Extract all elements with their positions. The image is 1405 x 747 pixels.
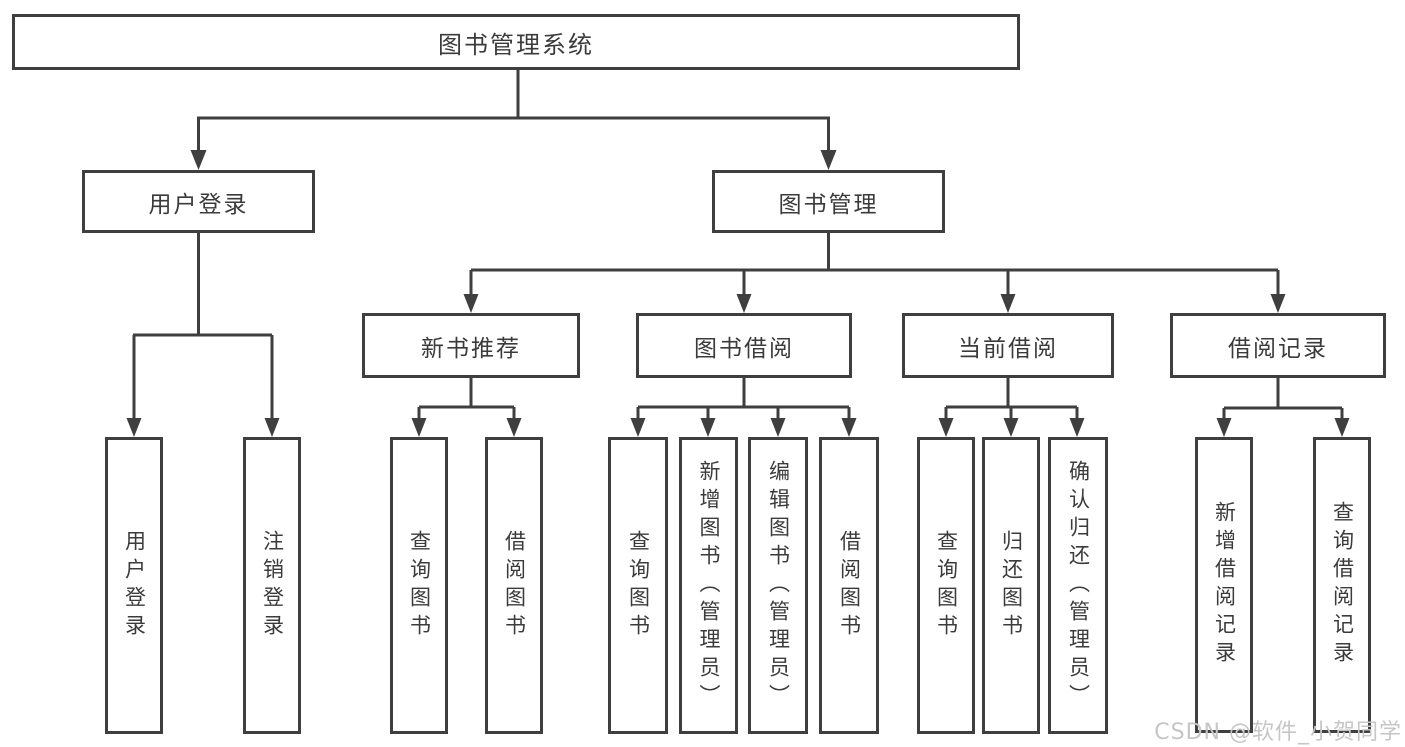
box-book-management: 图书管理 xyxy=(712,170,945,233)
box-user-login: 用户登录 xyxy=(82,170,315,233)
box-current-borrowing: 当前借阅 xyxy=(902,313,1114,378)
root-label: 图书管理系统 xyxy=(438,30,594,59)
watermark: CSDN @软件_小贺同学 xyxy=(1154,720,1402,745)
box-book-borrowing-label: 图书借阅 xyxy=(694,335,794,362)
leaf-confirm-return-admin: 确认归还（管理员） xyxy=(1048,437,1108,734)
leaf-search-books-borrow: 查询图书 xyxy=(608,437,668,734)
box-new-book-recommendation-label: 新书推荐 xyxy=(421,335,521,362)
leaf-confirm-return-admin-label: 确认归还（管理员） xyxy=(1066,459,1091,712)
box-user-login-label: 用户登录 xyxy=(148,191,249,218)
box-new-book-recommendation: 新书推荐 xyxy=(362,313,580,378)
leaf-borrow-books: 借阅图书 xyxy=(819,437,879,734)
leaf-search-books-borrow-label: 查询图书 xyxy=(626,529,651,642)
leaf-add-books-admin-label: 新增图书（管理员） xyxy=(697,459,721,712)
leaf-search-borrow-record: 查询借阅记录 xyxy=(1313,437,1371,733)
leaf-borrow-books-label: 借阅图书 xyxy=(837,529,862,642)
box-book-borrowing: 图书借阅 xyxy=(636,313,852,378)
leaf-return-books-label: 归还图书 xyxy=(999,529,1024,642)
leaf-borrow-books-recommend-label: 借阅图书 xyxy=(502,529,527,642)
leaf-edit-books-admin: 编辑图书（管理员） xyxy=(748,437,808,734)
leaf-search-books-current-label: 查询图书 xyxy=(934,529,959,642)
leaf-add-borrow-record-label: 新增借阅记录 xyxy=(1212,501,1237,669)
leaf-user-login-label: 用户登录 xyxy=(122,529,147,642)
leaf-search-books-recommend-label: 查询图书 xyxy=(407,529,432,642)
root-box-library-management-system: 图书管理系统 xyxy=(12,14,1020,70)
leaf-borrow-books-recommend: 借阅图书 xyxy=(485,437,543,734)
leaf-return-books: 归还图书 xyxy=(982,437,1040,734)
box-book-management-label: 图书管理 xyxy=(778,191,879,218)
leaf-add-books-admin: 新增图书（管理员） xyxy=(679,437,738,734)
leaf-add-borrow-record: 新增借阅记录 xyxy=(1195,437,1253,733)
leaf-search-books-current: 查询图书 xyxy=(917,437,975,734)
box-current-borrowing-label: 当前借阅 xyxy=(958,335,1058,362)
box-borrowing-records-label: 借阅记录 xyxy=(1228,335,1328,362)
leaf-user-login: 用户登录 xyxy=(105,437,163,734)
leaf-search-books-recommend: 查询图书 xyxy=(390,437,448,734)
leaf-logout: 注销登录 xyxy=(243,437,301,734)
leaf-search-borrow-record-label: 查询借阅记录 xyxy=(1330,501,1355,669)
leaf-logout-label: 注销登录 xyxy=(260,529,285,642)
box-borrowing-records: 借阅记录 xyxy=(1170,313,1386,378)
leaf-edit-books-admin-label: 编辑图书（管理员） xyxy=(766,459,791,712)
